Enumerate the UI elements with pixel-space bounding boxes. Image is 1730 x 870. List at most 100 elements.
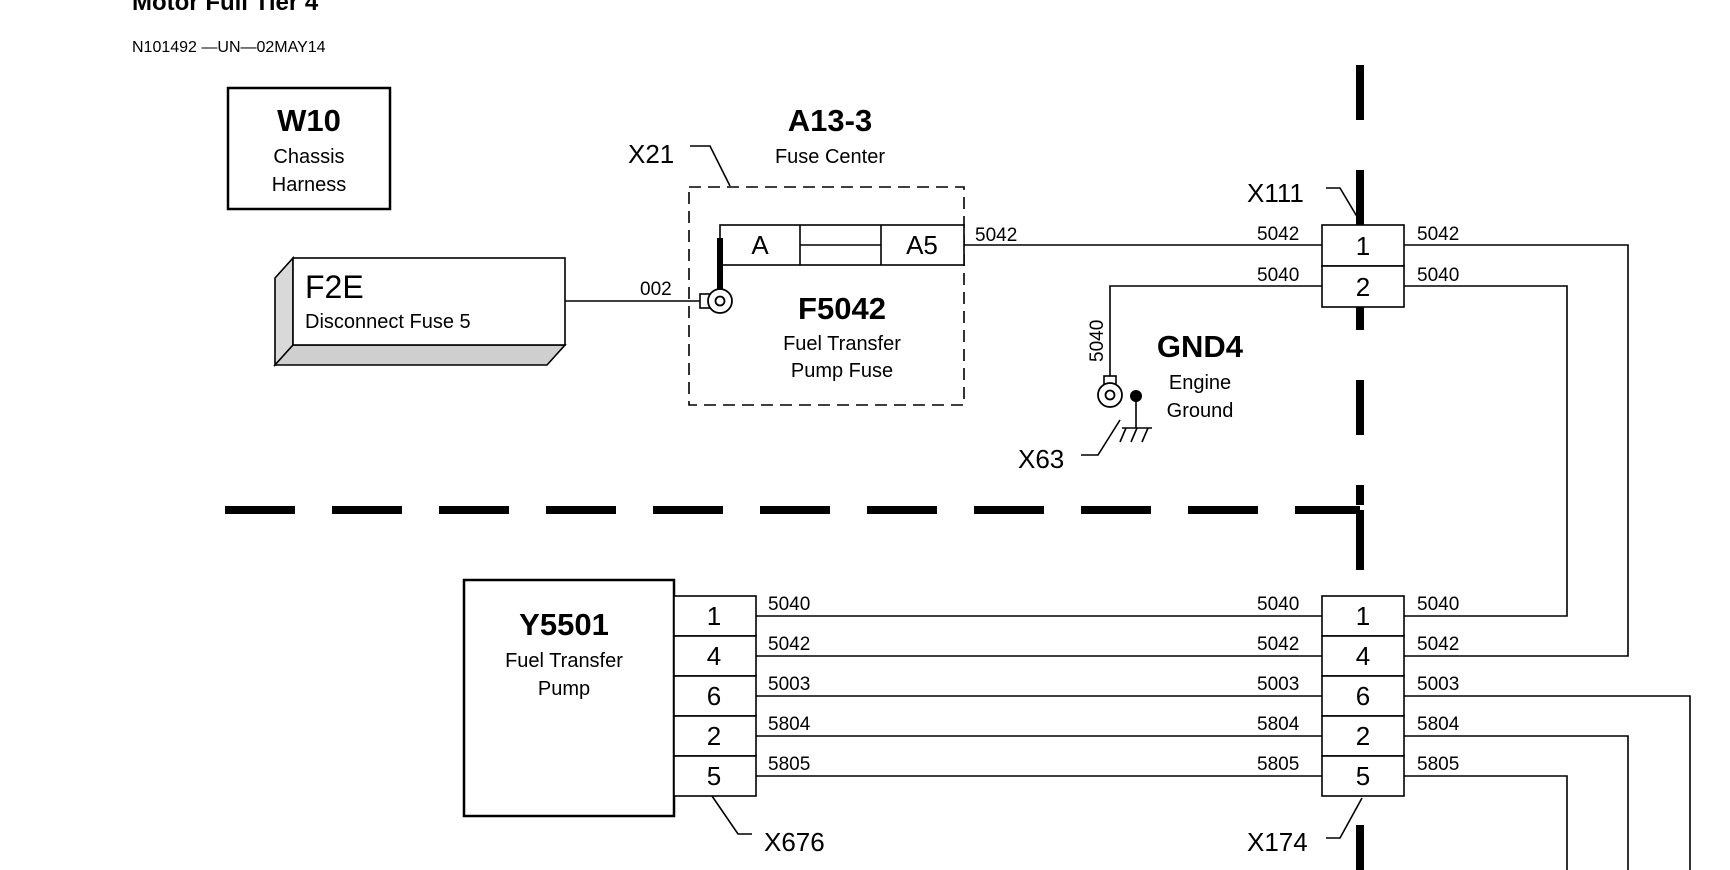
wire-5040-x111-to-x174 bbox=[1404, 285, 1568, 617]
wire-5040-label-x174-out: 5040 bbox=[1417, 594, 1459, 615]
x676-pin-2: 2 bbox=[707, 721, 721, 751]
wire-5003-label-pump: 5003 bbox=[768, 674, 810, 695]
w10-box bbox=[226, 86, 392, 211]
wire-5042-label-x174-out: 5042 bbox=[1417, 634, 1459, 655]
x174-pin-1: 1 bbox=[1356, 601, 1370, 631]
wire-5040-label-vertical: 5040 bbox=[1087, 320, 1108, 362]
wire-5040-label-x111-in: 5040 bbox=[1257, 265, 1299, 286]
a13-3-desc: Fuse Center bbox=[775, 146, 885, 168]
x174-outgoing-wires: 5040 5042 5003 5804 5805 bbox=[1404, 594, 1691, 870]
wire-002-label: 002 bbox=[640, 279, 672, 300]
x111-connector: X111 1 2 bbox=[1247, 178, 1405, 308]
x676-pin-cell-5 bbox=[673, 755, 757, 797]
ground-hatch-1 bbox=[1119, 427, 1127, 443]
x174-pin-cell-4 bbox=[1321, 715, 1405, 757]
wire-5040-label-pump: 5040 bbox=[768, 594, 810, 615]
gnd4-line1: Engine bbox=[1169, 372, 1231, 394]
wire-5040-label-x174-in: 5040 bbox=[1257, 594, 1299, 615]
y5501-line2: Pump bbox=[538, 678, 590, 700]
fuse-terminal-a5: A5 bbox=[906, 230, 938, 260]
wire-5003-label-x174-out: 5003 bbox=[1417, 674, 1459, 695]
ground-hatch-3 bbox=[1141, 427, 1149, 443]
wire-5042-label-x111-out: 5042 bbox=[1417, 224, 1459, 245]
wire-5804-out bbox=[1404, 735, 1629, 870]
x676-pin-6: 6 bbox=[707, 681, 721, 711]
wire-5042-x111-to-x174 bbox=[1404, 244, 1629, 657]
f2e-disconnect-fuse: F2E Disconnect Fuse 5 bbox=[273, 255, 567, 368]
a13-3-fuse-center: A13-3 Fuse Center X21 A A5 F5042 Fuel Tr… bbox=[628, 103, 965, 406]
x111-leader-line bbox=[1326, 187, 1363, 226]
fuse-f5042-line1: Fuel Transfer bbox=[783, 333, 901, 355]
wire-5804-label-x174-out: 5804 bbox=[1417, 714, 1460, 735]
x63-connector-label: X63 bbox=[1018, 444, 1064, 474]
x174-leader-line bbox=[1326, 797, 1363, 839]
wire-5042-label-x174-in: 5042 bbox=[1257, 634, 1299, 655]
wire-5003-out bbox=[1404, 695, 1691, 870]
x174-pin-2: 2 bbox=[1356, 721, 1370, 751]
x676-pin-1: 1 bbox=[707, 601, 721, 631]
a13-3-id: A13-3 bbox=[788, 103, 872, 138]
x174-pin-cell-2 bbox=[1321, 635, 1405, 677]
f2e-id: F2E bbox=[305, 269, 364, 305]
wire-5040-x111-to-ground bbox=[1109, 285, 1322, 376]
wire-5003-label-x174-in: 5003 bbox=[1257, 674, 1299, 695]
x676-pin-4: 4 bbox=[707, 641, 721, 671]
ring-terminal-hole bbox=[714, 295, 726, 307]
ground-hatch-2 bbox=[1130, 427, 1138, 443]
x676-connector-label: X676 bbox=[764, 827, 825, 857]
y5501-box bbox=[462, 578, 676, 818]
x111-pin-1: 1 bbox=[1356, 231, 1370, 261]
wire-5805-label-x174-out: 5805 bbox=[1417, 754, 1459, 775]
x21-connector-label: X21 bbox=[628, 139, 674, 169]
f2e-desc: Disconnect Fuse 5 bbox=[305, 311, 471, 333]
x63-leader-line bbox=[1081, 419, 1121, 456]
figure-id: N101492 —UN—02MAY14 bbox=[132, 39, 326, 56]
gnd4-engine-ground: GND4 Engine Ground X63 bbox=[1018, 329, 1244, 474]
w10-id: W10 bbox=[277, 103, 341, 138]
x676-pin-cell-4 bbox=[673, 715, 757, 757]
harness-boundary bbox=[225, 65, 1364, 870]
ground-ring-hole bbox=[1104, 389, 1116, 401]
x174-label: X174 bbox=[1247, 827, 1308, 857]
wire-5040-label-x111-out: 5040 bbox=[1417, 265, 1459, 286]
wire-5805-label-pump: 5805 bbox=[768, 754, 810, 775]
wire-5042-label-pump: 5042 bbox=[768, 634, 810, 655]
fuse-f5042-line2: Pump Fuse bbox=[791, 360, 893, 382]
wire-5804-label-x174-in: 5804 bbox=[1257, 714, 1300, 735]
fuse-f5042-id: F5042 bbox=[798, 291, 886, 326]
x174-pin-4: 4 bbox=[1356, 641, 1370, 671]
wire-5042-label-fuse: 5042 bbox=[975, 225, 1017, 246]
x676-pin-cell-3 bbox=[673, 675, 757, 717]
x174-pin-cell-5 bbox=[1321, 755, 1405, 797]
x174-pin-5: 5 bbox=[1356, 761, 1370, 791]
x174-connector: 1 4 6 2 5 X174 bbox=[1247, 595, 1405, 857]
y5501-fuel-transfer-pump: Y5501 Fuel Transfer Pump 1 4 6 2 5 X676 bbox=[462, 578, 825, 857]
fuse-terminal-a: A bbox=[751, 230, 769, 260]
x21-leader-line bbox=[690, 145, 731, 187]
wire-5804-label-pump: 5804 bbox=[768, 714, 811, 735]
x174-pin-6: 6 bbox=[1356, 681, 1370, 711]
x676-leader-line bbox=[711, 795, 752, 835]
gnd4-line2: Ground bbox=[1167, 400, 1234, 422]
x174-pin-cell-1 bbox=[1321, 595, 1405, 637]
wire-5805-out bbox=[1404, 775, 1568, 870]
x111-pin-2: 2 bbox=[1356, 272, 1370, 302]
diagram-title: Motor Full Tier 4 bbox=[132, 0, 319, 16]
x111-label: X111 bbox=[1247, 178, 1304, 208]
w10-line1: Chassis bbox=[273, 146, 344, 168]
y5501-line1: Fuel Transfer bbox=[505, 650, 623, 672]
x676-pin-5: 5 bbox=[707, 761, 721, 791]
x111-pin-2-cell bbox=[1321, 265, 1405, 308]
fuse-center-dashed-outline bbox=[688, 186, 965, 406]
w10-line2: Harness bbox=[272, 174, 346, 196]
x174-pin-cell-3 bbox=[1321, 675, 1405, 717]
gnd4-id: GND4 bbox=[1157, 329, 1244, 364]
f2e-box-bottom bbox=[273, 344, 567, 366]
wire-5042-label-x111-in: 5042 bbox=[1257, 224, 1299, 245]
w10-harness-label: W10 Chassis Harness bbox=[226, 86, 392, 211]
f2e-box-front bbox=[292, 257, 566, 346]
wire-5805-label-x174-in: 5805 bbox=[1257, 754, 1299, 775]
pump-harness-wires: 5040 5042 5003 5804 5805 5040 5042 5003 … bbox=[756, 594, 1322, 777]
y5501-id: Y5501 bbox=[519, 607, 609, 642]
